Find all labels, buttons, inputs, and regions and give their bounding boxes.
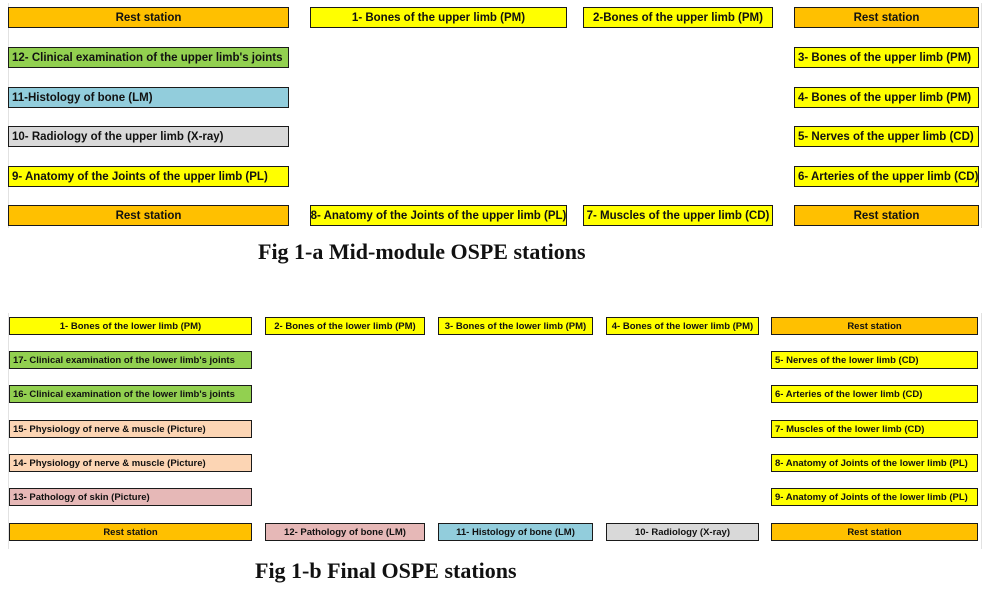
fig-b-station-12: 12- Pathology of bone (LM) — [265, 523, 425, 541]
fig-b-station-2: 2- Bones of the lower limb (PM) — [265, 317, 425, 335]
fig-b-station-10: 10- Radiology (X-ray) — [606, 523, 759, 541]
fig-b-station-5: 5- Nerves of the lower limb (CD) — [771, 351, 978, 369]
fig-a-station-5: 5- Nerves of the upper limb (CD) — [794, 126, 979, 147]
fig-b-station-7: 7- Muscles of the lower limb (CD) — [771, 420, 978, 438]
fig-a-station-1: 1- Bones of the upper limb (PM) — [310, 7, 567, 28]
fig-b-rest-station-top-right: Rest station — [771, 317, 978, 335]
fig-b-rest-station-bottom-right: Rest station — [771, 523, 978, 541]
fig-a-station-6: 6- Arteries of the upper limb (CD) — [794, 166, 979, 187]
fig-a-rest-station-top-left: Rest station — [8, 7, 289, 28]
fig-a-station-8: 8- Anatomy of the Joints of the upper li… — [310, 205, 567, 226]
fig-a-station-11: 11-Histology of bone (LM) — [8, 87, 289, 108]
fig-b-station-16: 16- Clinical examination of the lower li… — [9, 385, 252, 403]
fig-b-station-11: 11- Histology of bone (LM) — [438, 523, 593, 541]
fig-a-station-3: 3- Bones of the upper limb (PM) — [794, 47, 979, 68]
fig-a-caption: Fig 1-a Mid-module OSPE stations — [258, 239, 586, 264]
fig-b-station-9: 9- Anatomy of Joints of the lower limb (… — [771, 488, 978, 506]
fig-a-station-2: 2-Bones of the upper limb (PM) — [583, 7, 773, 28]
fig-b-station-3: 3- Bones of the lower limb (PM) — [438, 317, 593, 335]
fig-a-station-10: 10- Radiology of the upper limb (X-ray) — [8, 126, 289, 147]
fig-a-rest-station-bottom-right: Rest station — [794, 205, 979, 226]
fig-b-station-14: 14- Physiology of nerve & muscle (Pictur… — [9, 454, 252, 472]
fig-a-station-12: 12- Clinical examination of the upper li… — [8, 47, 289, 68]
fig-a-station-7: 7- Muscles of the upper limb (CD) — [583, 205, 773, 226]
fig-a-rest-station-bottom-left: Rest station — [8, 205, 289, 226]
fig-b-station-17: 17- Clinical examination of the lower li… — [9, 351, 252, 369]
fig-a-rest-station-top-right: Rest station — [794, 7, 979, 28]
fig-b-grid — [8, 313, 982, 549]
fig-b-station-13: 13- Pathology of skin (Picture) — [9, 488, 252, 506]
fig-b-caption: Fig 1-b Final OSPE stations — [255, 558, 517, 583]
fig-b-station-1: 1- Bones of the lower limb (PM) — [9, 317, 252, 335]
fig-b-station-8: 8- Anatomy of Joints of the lower limb (… — [771, 454, 978, 472]
fig-b-station-6: 6- Arteries of the lower limb (CD) — [771, 385, 978, 403]
fig-b-station-15: 15- Physiology of nerve & muscle (Pictur… — [9, 420, 252, 438]
fig-b-rest-station-bottom-left: Rest station — [9, 523, 252, 541]
fig-a-station-9: 9- Anatomy of the Joints of the upper li… — [8, 166, 289, 187]
fig-b-station-4: 4- Bones of the lower limb (PM) — [606, 317, 759, 335]
fig-a-station-4: 4- Bones of the upper limb (PM) — [794, 87, 979, 108]
fig-a-grid — [8, 3, 982, 228]
